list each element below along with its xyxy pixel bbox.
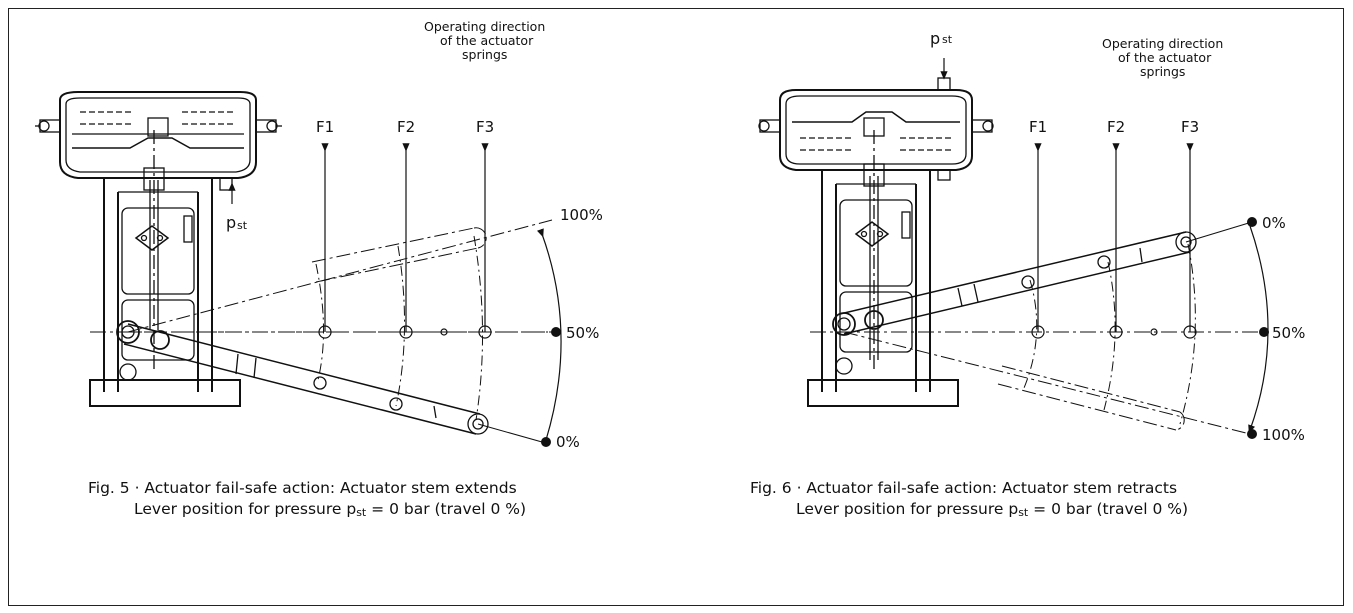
fig6-force-label-3: F3 <box>1181 118 1199 136</box>
fig6-pressure-sub: st <box>942 33 953 46</box>
fig5-force-label-2: F2 <box>397 118 415 136</box>
fig5-direction-note-2: of the actuator <box>440 33 534 48</box>
fig5-caption-post: = 0 bar (travel 0 %) <box>366 500 527 518</box>
fig6-lever-dashed <box>843 331 1251 435</box>
fig6-dot-50 <box>1259 327 1269 337</box>
fig6-direction-note-2: of the actuator <box>1118 50 1212 65</box>
fig6-label-bottom: 100% <box>1262 426 1305 444</box>
fig5-pressure-sub: st <box>237 219 248 232</box>
fig6-label-mid: 50% <box>1272 324 1305 342</box>
fig6-lever-solid <box>832 221 1253 375</box>
fig6-caption-line1: Fig. 6 · Actuator fail-safe action: Actu… <box>750 479 1178 497</box>
fig5-caption-pre: Lever position for pressure p <box>134 500 357 518</box>
fig5-actuator-housing <box>35 91 282 191</box>
figure-frame <box>8 8 1344 606</box>
fig5-diagram <box>35 91 562 443</box>
fig5-lever-dashed <box>127 219 553 333</box>
fig5-pressure-label: p <box>226 213 236 232</box>
fig6-force-label-1: F1 <box>1029 118 1047 136</box>
fig6-caption-pre: Lever position for pressure p <box>796 500 1019 518</box>
fig6-label-top: 0% <box>1262 214 1286 232</box>
fig5-direction-note-3: springs <box>462 47 507 62</box>
fig5-swing-arc <box>536 228 562 441</box>
fig5-dot-50 <box>551 327 561 337</box>
fig5-label-bottom: 0% <box>556 433 580 451</box>
fig5-label-mid: 50% <box>566 324 599 342</box>
fig5-lever-solid <box>116 320 543 443</box>
fig6-pressure-label: p <box>930 29 940 48</box>
fig5-dot-0 <box>541 437 551 447</box>
fig5-caption-line2: Lever position for pressure pst = 0 bar … <box>88 499 526 523</box>
fig6-travel-arcs <box>1023 243 1196 425</box>
fig6-diagram <box>758 58 1269 435</box>
fig5-direction-note-1: Operating direction <box>424 19 545 34</box>
fig6-caption-post: = 0 bar (travel 0 %) <box>1028 500 1189 518</box>
fig5-caption-sub: st <box>356 506 367 519</box>
fig6-yoke <box>807 130 959 407</box>
fig6-force-label-2: F2 <box>1107 118 1125 136</box>
fig5-force-label-3: F3 <box>476 118 494 136</box>
fig6-direction-note-1: Operating direction <box>1102 36 1223 51</box>
fig6-force-lines <box>1031 143 1197 339</box>
fig6-dot-0 <box>1247 217 1257 227</box>
fig6-dot-100 <box>1247 429 1257 439</box>
fig5-label-top: 100% <box>560 206 603 224</box>
fig6-caption-sub: st <box>1018 506 1029 519</box>
fig5-travel-arcs <box>315 235 483 421</box>
fig5-caption-line1: Fig. 5 · Actuator fail-safe action: Actu… <box>88 479 517 497</box>
fig5-force-lines <box>318 143 492 339</box>
fig6-actuator-housing <box>758 77 994 181</box>
fig6-caption-line2: Lever position for pressure pst = 0 bar … <box>750 499 1188 523</box>
fig5-caption: Fig. 5 · Actuator fail-safe action: Actu… <box>88 478 526 523</box>
fig5-force-label-1: F1 <box>316 118 334 136</box>
fig6-direction-note-3: springs <box>1140 64 1185 79</box>
fig6-caption: Fig. 6 · Actuator fail-safe action: Actu… <box>750 478 1188 523</box>
